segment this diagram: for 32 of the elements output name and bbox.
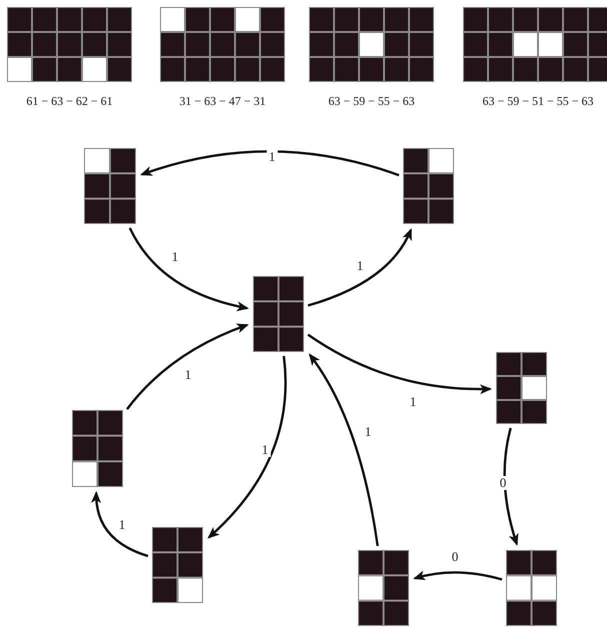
arrow: [126, 324, 249, 410]
edge-label: 1: [182, 368, 194, 382]
arrow: [92, 491, 148, 558]
cell-grid: [403, 148, 454, 224]
edge-label: 1: [408, 395, 418, 409]
cell-grid: [152, 527, 203, 603]
cell-grid: [358, 550, 409, 626]
arrow: [308, 228, 412, 307]
cell-grid: [253, 276, 304, 352]
cell-grid: [506, 550, 557, 626]
arrow: [140, 150, 400, 176]
sequence-caption: 61 − 63 − 62 − 61: [25, 94, 114, 109]
arrow: [128, 227, 249, 311]
edge-label: 1: [266, 150, 278, 164]
cell-grid: [84, 148, 136, 224]
edge-label: 0: [450, 550, 460, 564]
cell-grid: [496, 352, 547, 424]
arrow: [503, 428, 519, 546]
edge-label: 1: [362, 425, 374, 439]
edge-label: 1: [260, 443, 270, 457]
edge-label: 1: [170, 250, 180, 264]
sequence-caption: 31 − 63 − 47 − 31: [178, 94, 267, 109]
sequence-caption: 63 − 59 − 51 − 55 − 63: [481, 94, 595, 109]
arrow: [307, 334, 492, 394]
edge-label: 0: [498, 476, 508, 490]
arrow: [413, 570, 502, 581]
arrow: [208, 356, 287, 539]
edge-label: 1: [116, 518, 128, 532]
sequence-caption: 63 − 59 − 55 − 63: [327, 94, 416, 109]
cell-grid: [72, 410, 123, 487]
edge-label: 1: [354, 259, 366, 273]
arrow: [308, 353, 379, 546]
